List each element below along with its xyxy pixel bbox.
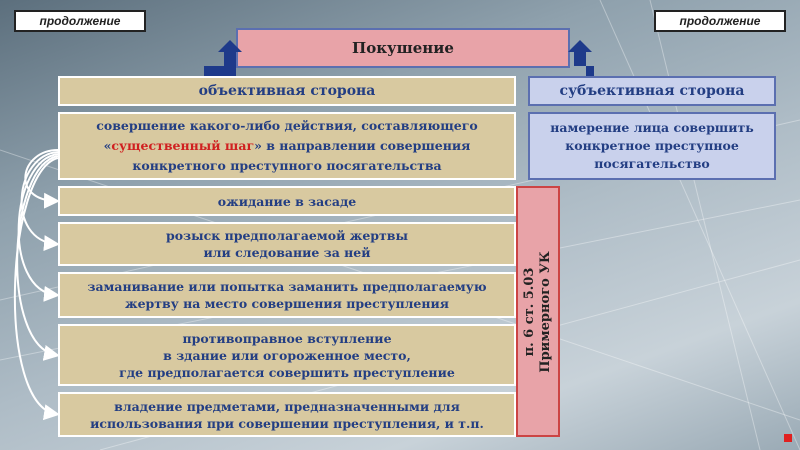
example-item-search-victim: розыск предполагаемой жертвы или следован… (58, 222, 516, 266)
objective-desc-before: совершение какого-либо действия, составл… (96, 118, 478, 153)
title-box: Покушение (236, 28, 570, 68)
example-item-lure-victim: заманивание или попытка заманить предпол… (58, 272, 516, 318)
example-line: использования при совершении преступлени… (90, 415, 484, 431)
example-line: противоправное вступление (182, 330, 392, 346)
next-nav-button[interactable]: продолжение (654, 10, 786, 32)
subjective-desc-text: намерение лица совершить конкретное прес… (550, 120, 754, 171)
reference-line-1: п. 6 ст. 5.03 (522, 267, 537, 356)
reference-article-box: п. 6 ст. 5.03 Примерного УК (516, 186, 560, 437)
example-line: жертву на место совершения преступления (124, 296, 450, 311)
example-line: в здание или огороженное место, (163, 347, 411, 363)
objective-desc-highlight: существенный шаг (111, 138, 255, 153)
example-line: где предполагается совершить преступлени… (119, 364, 455, 380)
prev-nav-button[interactable]: продолжение (14, 10, 146, 32)
example-line: владение предметами, предназначенными дл… (114, 398, 460, 414)
example-line: ожидание в засаде (217, 193, 357, 209)
reference-line-2: Примерного УК (538, 250, 553, 373)
subjective-side-header: субъективная сторона (528, 76, 776, 106)
corner-marker (784, 434, 792, 442)
subjective-side-description: намерение лица совершить конкретное прес… (528, 112, 776, 180)
objective-side-header: объективная сторона (58, 76, 516, 106)
example-line: или следование за ней (203, 245, 371, 260)
objective-side-description: совершение какого-либо действия, составл… (58, 112, 516, 180)
example-line: заманивание или попытка заманить предпол… (87, 279, 487, 294)
example-item-ambush: ожидание в засаде (58, 186, 516, 216)
objective-desc-after: » в направлении совершения конкретного п… (132, 138, 471, 173)
example-item-possession-tools: владение предметами, предназначенными дл… (58, 392, 516, 437)
example-line: розыск предполагаемой жертвы (166, 228, 408, 243)
